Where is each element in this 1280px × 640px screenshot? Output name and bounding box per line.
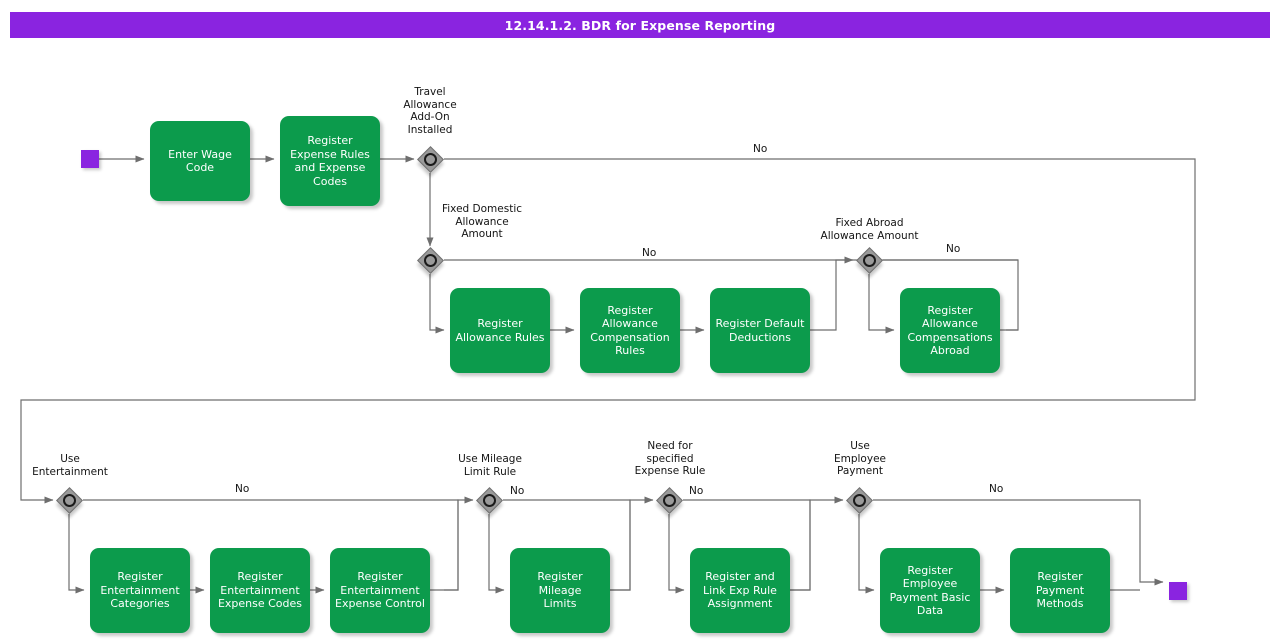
edge-mileage-limits-to-gateway6 [610,496,654,591]
start-event[interactable] [81,150,99,168]
edge-label-no: No [989,483,1004,495]
task-label: Register Payment Methods [1035,570,1085,611]
gateway-use-employee-payment-label: Use Employee Payment [833,440,886,477]
task-t1[interactable]: Enter Wage Code [150,121,250,201]
gateway-fixed-abroad-allowance-amount[interactable] [855,246,883,274]
task-label: Register Mileage Limits [537,570,583,611]
edge-gateway7-yes-down [858,514,875,594]
gateway-use-mileage-limit-rule[interactable] [475,486,503,514]
end-event[interactable] [1169,582,1187,600]
gateway-fixed-domestic-allowance-amount[interactable] [416,246,444,274]
gateway-circle-icon [62,493,76,507]
task-label: Enter Wage Code [168,147,232,175]
task-t3[interactable]: Register Allowance Rules [450,288,550,373]
task-label: Register Employee Payment Basic Data [889,563,971,618]
edge-gateway2-yes-down [429,274,445,334]
gateway-use-employee-payment[interactable] [845,486,873,514]
edge-exp-rule-to-gateway7 [790,496,844,591]
task-label: Register Default Deductions [715,317,805,344]
edge-label-no: No [510,485,525,497]
gateway-fixed-abroad-allowance-amount-label: Fixed Abroad Allowance Amount [820,217,919,242]
gateway-need-for-specified-expense-rule-label: Need for specified Expense Rule [634,440,706,477]
edge-label-no: No [946,243,961,255]
task-label: Register Allowance Rules [455,317,545,344]
gateway-use-entertainment[interactable] [55,486,83,514]
gateway-need-for-specified-expense-rule[interactable] [655,486,683,514]
gateway-circle-icon [852,493,866,507]
edge-entertainment-control-to-gateway5 [430,496,474,591]
task-t11[interactable]: Register and Link Exp Rule Assignment [690,548,790,633]
task-t7[interactable]: Register Entertainment Categories [90,548,190,633]
task-t12[interactable]: Register Employee Payment Basic Data [880,548,980,633]
gateway-circle-icon [662,493,676,507]
gateway-circle-icon [423,253,437,267]
task-t4[interactable]: Register Allowance Compensation Rules [580,288,680,373]
task-label: Register and Link Exp Rule Assignment [703,570,777,611]
task-label: Register Entertainment Expense Control [335,570,425,611]
edge-label-no: No [689,485,704,497]
gateway-travel-allowance-add-on-installed-label: Travel Allowance Add-On Installed [403,86,457,136]
edge-default-deductions-to-gateway3 [810,256,854,331]
edge-gateway6-yes-down [668,514,685,594]
gateway-travel-allowance-add-on-installed[interactable] [416,145,444,173]
task-t8[interactable]: Register Entertainment Expense Codes [210,548,310,633]
task-label: Register Entertainment Categories [100,570,180,611]
gateway-use-entertainment-label: Use Entertainment [32,453,108,478]
task-label: Register Expense Rules and Expense Codes [290,134,370,188]
task-t10[interactable]: Register Mileage Limits [510,548,610,633]
task-label: Register Entertainment Expense Codes [217,570,303,611]
gateway-circle-icon [862,253,876,267]
gateway-use-mileage-limit-rule-label: Use Mileage Limit Rule [458,453,522,478]
task-t6[interactable]: Register Allowance Compensations Abroad [900,288,1000,373]
edge-gateway4-yes-down [68,514,85,594]
edge-label-no: No [235,483,250,495]
task-label: Register Allowance Compensations Abroad [907,303,993,358]
task-label: Register Allowance Compensation Rules [590,303,670,358]
task-t2[interactable]: Register Expense Rules and Expense Codes [280,116,380,206]
page-title: 12.14.1.2. BDR for Expense Reporting [504,17,776,33]
task-t9[interactable]: Register Entertainment Expense Control [330,548,430,633]
diagram-title-bar: 12.14.1.2. BDR for Expense Reporting [10,12,1270,38]
edge-label-no: No [753,143,768,155]
task-t5[interactable]: Register Default Deductions [710,288,810,373]
task-t13[interactable]: Register Payment Methods [1010,548,1110,633]
edge-gateway3-yes-down [868,274,895,334]
edge-gateway5-yes-down [488,514,505,594]
edge-label-no: No [642,247,657,259]
gateway-fixed-domestic-allowance-amount-label: Fixed Domestic Allowance Amount [441,203,523,240]
gateway-circle-icon [482,493,496,507]
gateway-circle-icon [423,152,437,166]
